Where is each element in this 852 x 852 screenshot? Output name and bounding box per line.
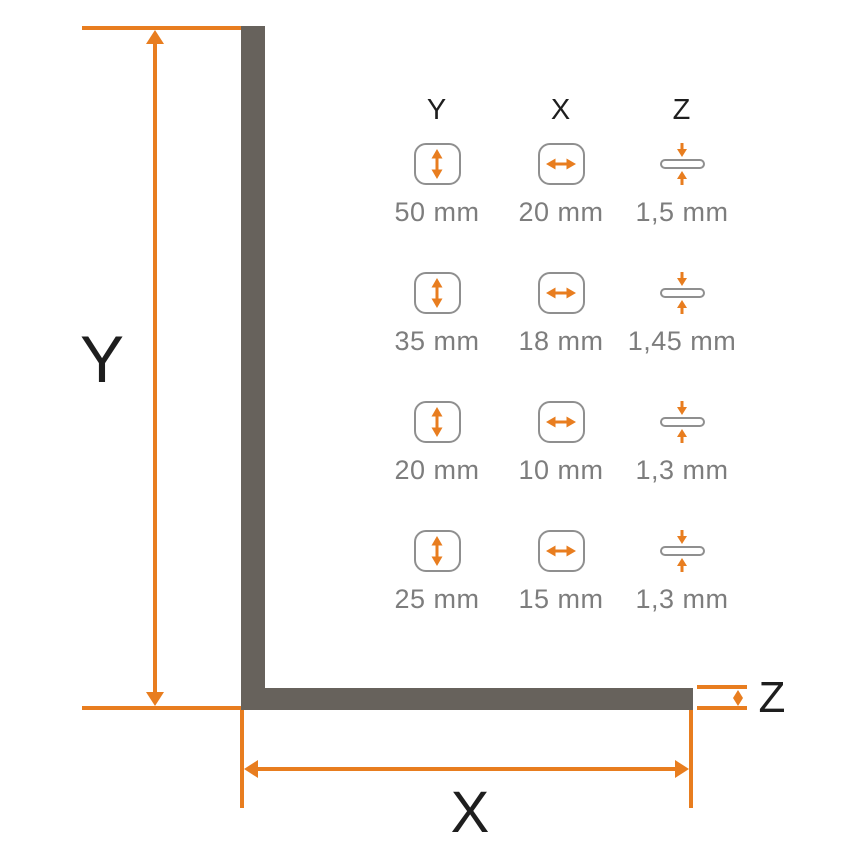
y-arrow-up-icon [146,30,164,44]
x-value: 10 mm [518,454,604,485]
thickness-pill [659,159,705,169]
size-row: 35 mm 18 mm 1,45 mm [375,261,741,357]
thickness-pill [659,546,705,556]
x-value: 18 mm [518,325,604,356]
x-value: 15 mm [518,583,604,614]
size-row: 20 mm 10 mm 1,3 mm [375,390,741,486]
y-extension-line-bottom [82,706,241,710]
x-arrow-right-icon [675,760,689,778]
x-value: 20 mm [518,196,604,227]
vertical-double-arrow-in-square-icon [413,401,461,443]
y-extension-line-top [82,26,241,30]
thickness-compress-arrows-icon [659,143,705,185]
profile-horizontal-flange [241,688,693,710]
x-arrow-left-icon [244,760,258,778]
y-value: 25 mm [394,583,480,614]
thickness-compress-arrows-icon [659,401,705,443]
y-dimension-label: Y [79,322,125,396]
thickness-pill [659,417,705,427]
z-value: 1,3 mm [635,454,729,485]
horizontal-double-arrow-in-square-icon [537,530,585,572]
z-value: 1,45 mm [627,325,737,356]
size-row: 50 mm 20 mm 1,5 mm [375,132,741,228]
column-header-z: Z [672,93,692,126]
x-dimension-line [248,767,685,771]
horizontal-double-arrow-in-square-icon [537,143,585,185]
size-table-header: Y X Z [375,88,741,132]
z-arrow-up-icon [733,690,743,698]
x-extension-line-right [689,710,693,808]
z-dimension-label: Z [758,673,786,722]
thickness-pill [659,288,705,298]
y-value: 50 mm [394,196,480,227]
x-dimension-label: X [450,780,490,845]
z-value: 1,5 mm [635,196,729,227]
horizontal-double-arrow-in-square-icon [537,401,585,443]
z-extension-line-bottom [697,706,747,710]
size-table: Y X Z 50 mm 20 mm [375,88,741,615]
y-value: 20 mm [394,454,480,485]
size-row: 25 mm 15 mm 1,3 mm [375,519,741,615]
profile-vertical-flange [241,26,265,710]
vertical-double-arrow-in-square-icon [413,272,461,314]
vertical-double-arrow-in-square-icon [413,143,461,185]
thickness-compress-arrows-icon [659,530,705,572]
z-extension-line-top [697,685,747,689]
horizontal-double-arrow-in-square-icon [537,272,585,314]
vertical-double-arrow-in-square-icon [413,530,461,572]
z-value: 1,3 mm [635,583,729,614]
y-dimension-line [153,33,157,703]
column-header-x: X [550,93,572,126]
thickness-compress-arrows-icon [659,272,705,314]
column-header-y: Y [426,93,448,126]
x-extension-line-left [240,710,244,808]
z-arrow-down-icon [733,698,743,706]
y-arrow-down-icon [146,692,164,706]
y-value: 35 mm [394,325,480,356]
